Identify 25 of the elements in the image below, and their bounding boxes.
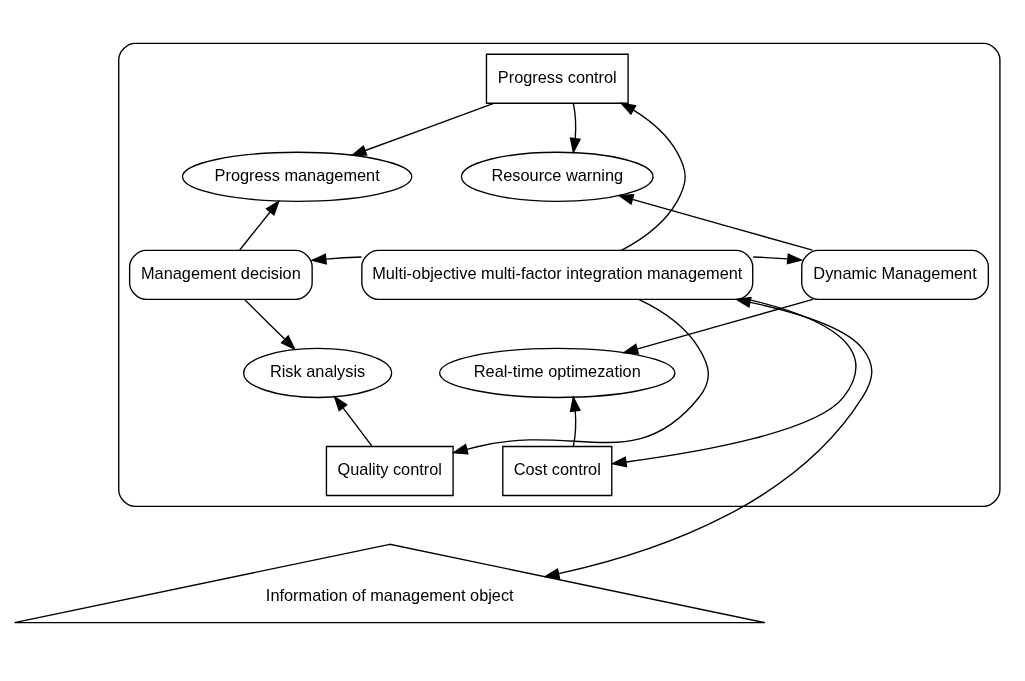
arrow — [310, 253, 363, 265]
arrow — [569, 103, 581, 155]
arrow — [619, 102, 686, 251]
arrow — [752, 253, 804, 265]
node-box: Cost control — [502, 445, 613, 497]
node-ellipse: Progress management — [181, 151, 413, 202]
cluster — [118, 42, 1001, 508]
node-box: Dynamic Management — [801, 249, 989, 301]
node-box: Management decision — [128, 249, 313, 301]
node-ellipse: Resource warning — [460, 151, 654, 202]
arrow — [244, 299, 297, 351]
arrow — [239, 199, 280, 251]
arrow — [610, 298, 857, 468]
arrow — [451, 298, 709, 455]
arrow — [621, 298, 814, 355]
node-ellipse: Risk analysis — [242, 347, 393, 399]
node-ellipse: Real-time optimezation — [439, 347, 676, 399]
arrow — [350, 102, 495, 156]
arrow — [543, 296, 873, 580]
arrow — [617, 194, 814, 251]
node-box: Progress control — [485, 53, 629, 104]
arrow — [569, 395, 581, 447]
arrow — [333, 395, 373, 447]
node-box: Quality control — [325, 445, 454, 497]
node-box: Multi-objective multi-factor integration management — [361, 249, 754, 301]
